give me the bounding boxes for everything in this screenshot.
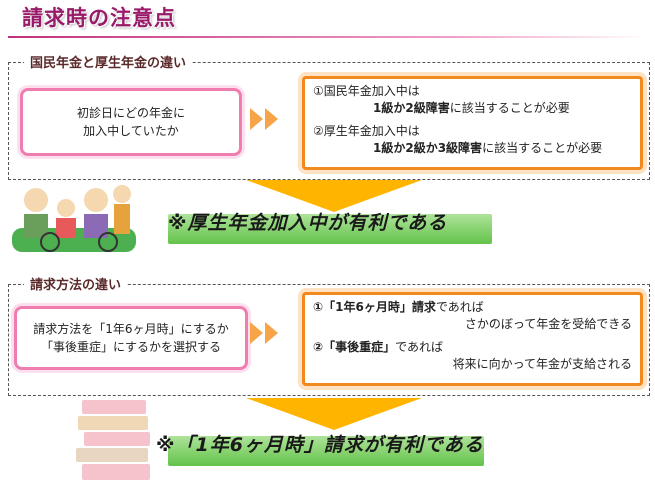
section1-panel — [8, 62, 650, 180]
chevron-right-icon — [250, 322, 278, 344]
section1-banner — [168, 214, 492, 244]
section2-label: 請求方法の違い — [24, 274, 128, 293]
section1-item1-head: ①国民年金加入中は — [313, 84, 420, 98]
section1-item1-detail: 1級か2級障害に該当することが必要 — [313, 100, 632, 117]
section2-conclusion: ※「1年6ヶ月時」請求が有利である — [156, 434, 484, 456]
section2-item1-head: ①「1年6ヶ月時」請求 — [313, 300, 436, 314]
down-arrow-icon — [246, 180, 422, 212]
section1-conclusion: ※厚生年金加入中が有利である — [168, 212, 448, 234]
section1-item1-bold: 1級か2級障害 — [373, 101, 450, 115]
section2-question-line2: 「事後重症」にするかを選択する — [40, 340, 222, 354]
chevron-right-icon — [250, 108, 278, 130]
family-illustration — [12, 185, 136, 252]
section2-answer-box: ①「1年6ヶ月時」請求であれば さかのぼって年金を受給できる ②「事後重症」であ… — [302, 292, 643, 386]
section1-item2-tail: に該当することが必要 — [482, 141, 603, 155]
section1-question: 初診日にどの年金に 加入中していたか — [20, 88, 242, 156]
section2-item2-headline: ②「事後重症」であれば — [313, 339, 632, 356]
section2-question: 請求方法を「1年6ヶ月時」にするか 「事後重症」にするかを選択する — [14, 306, 248, 370]
documents-stack-illustration — [76, 400, 150, 480]
section2-panel — [8, 284, 650, 396]
title-underline — [8, 36, 648, 38]
section2-item1-body: さかのぼって年金を受給できる — [464, 317, 632, 331]
section1-label: 国民年金と厚生年金の違い — [24, 52, 193, 71]
section1-item2-bold: 1級か2級か3級障害 — [373, 141, 483, 155]
section1-question-line1: 初診日にどの年金に — [76, 106, 185, 120]
section1-item2-detail: 1級か2級か3級障害に該当することが必要 — [313, 140, 632, 157]
section2-question-line1: 請求方法を「1年6ヶ月時」にするか — [33, 322, 229, 336]
section2-item1-headline: ①「1年6ヶ月時」請求であれば — [313, 299, 632, 316]
section2-item2-head: ②「事後重症」 — [313, 340, 396, 354]
section1-item2-head: ②厚生年金加入中は — [313, 124, 420, 138]
down-arrow-icon — [246, 398, 422, 430]
section2-item2-body: 将来に向かって年金が支給される — [452, 357, 632, 371]
page-title: 請求時の注意点 — [22, 6, 176, 30]
section1-question-line2: 加入中していたか — [83, 124, 179, 138]
section1-item1-tail: に該当することが必要 — [449, 101, 570, 115]
section1-answer-box: ①国民年金加入中は 1級か2級障害に該当することが必要 ②厚生年金加入中は 1級… — [302, 76, 643, 170]
section2-banner — [168, 436, 484, 466]
section2-item1-head2: であれば — [435, 300, 484, 314]
section2-item2-head2: であれば — [395, 340, 444, 354]
